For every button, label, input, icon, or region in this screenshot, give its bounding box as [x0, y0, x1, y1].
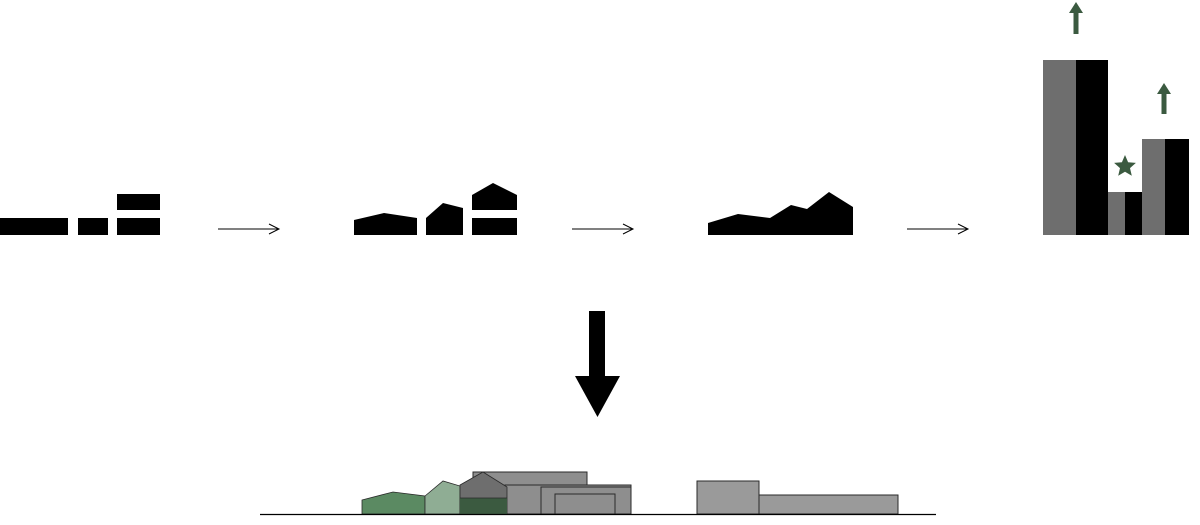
volume-small-sloped — [426, 203, 463, 235]
bold-down-arrow-icon — [575, 311, 620, 417]
tower-tall-grey — [1043, 60, 1076, 235]
volume-long — [0, 218, 68, 235]
right-block-tall — [696, 480, 760, 515]
tower-low-grey — [1108, 192, 1125, 235]
tower-tall-black — [1076, 60, 1108, 235]
volume-stack-top-gable — [472, 183, 517, 210]
green-volume-gable-tint — [460, 498, 507, 514]
step-arrow-1 — [218, 223, 281, 235]
star-icon — [1114, 155, 1136, 176]
tower-mid-black — [1165, 139, 1189, 235]
step-arrow-2 — [572, 223, 635, 235]
volume-stack-bottom — [472, 218, 517, 235]
inset-frame-inner — [554, 493, 616, 515]
tower-low-black — [1125, 192, 1142, 235]
right-block-long — [758, 494, 899, 515]
step-arrow-3 — [907, 223, 970, 235]
final-elevation — [260, 471, 936, 516]
tower-mid-grey — [1142, 139, 1165, 235]
step-4-height-variation — [1043, 2, 1189, 235]
step-2-pitched-roofs — [354, 183, 517, 235]
green-volume-low — [361, 491, 426, 515]
step-1-flat-volumes — [0, 194, 160, 235]
green-volume-mid — [424, 480, 461, 515]
volume-small — [78, 218, 108, 235]
merged-volume — [708, 192, 853, 235]
volume-stack-bottom — [117, 218, 160, 235]
up-arrow-icon — [1157, 83, 1171, 114]
volume-long-sloped — [354, 213, 417, 235]
volume-stack-top — [117, 194, 160, 210]
up-arrow-icon — [1069, 2, 1083, 34]
step-3-merged-roofline — [708, 192, 853, 235]
